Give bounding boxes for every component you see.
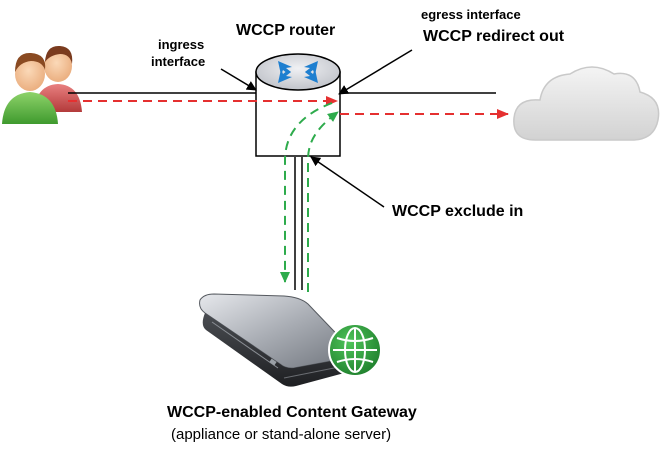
- users-icon: [2, 45, 82, 124]
- cloud-icon: [513, 66, 660, 141]
- gateway-subtitle: (appliance or stand-alone server): [171, 426, 392, 443]
- gateway-title: WCCP-enabled Content Gateway: [167, 404, 417, 421]
- ingress-label-line2: interface: [151, 54, 206, 69]
- redirect-flow-down: [280, 102, 333, 283]
- redirect-flow-up: [307, 111, 339, 292]
- server-appliance-icon: [199, 293, 353, 387]
- redirect-out-pointer: [338, 49, 413, 95]
- exclude-in-pointer: [310, 156, 385, 208]
- router-title: WCCP router: [236, 22, 336, 39]
- globe-icon: [328, 323, 382, 377]
- redirect-out-label: WCCP redirect out: [423, 28, 565, 45]
- exclude-in-label: WCCP exclude in: [392, 203, 524, 220]
- ingress-pointer: [220, 68, 257, 91]
- router-icon: [255, 53, 341, 157]
- ingress-label-line1: ingress: [158, 37, 205, 52]
- egress-interface-label: egress interface: [421, 7, 521, 22]
